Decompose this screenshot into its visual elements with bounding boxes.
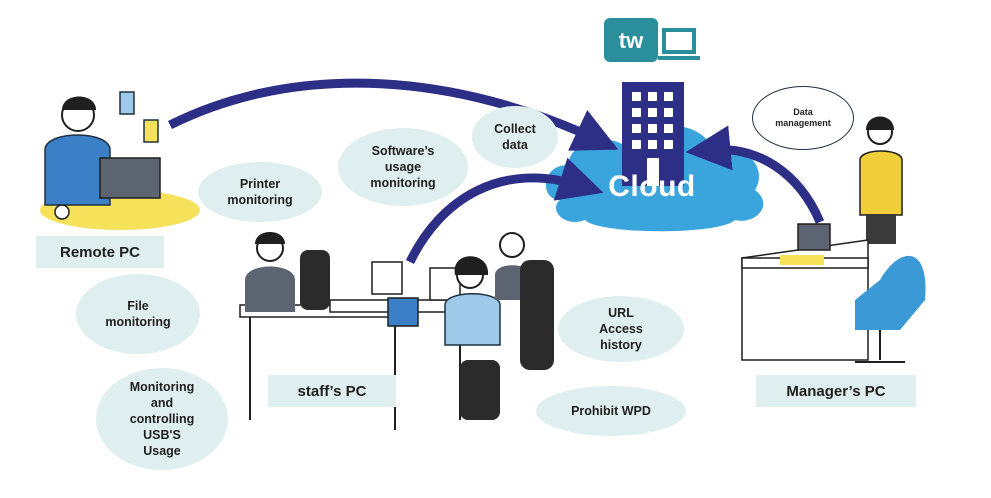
printer-monitoring-bubble: Printer monitoring	[198, 162, 322, 222]
staff-office-figure	[239, 232, 554, 430]
software-usage-monitoring-bubble: Software’s usage monitoring	[338, 128, 468, 206]
staff-pc-label: staff’s PC	[268, 375, 396, 407]
url-access-history-bubble: URL Access history	[558, 296, 684, 362]
logo-text: tw	[619, 28, 644, 53]
file-monitoring-bubble: File monitoring	[76, 274, 200, 354]
remote-pc-figure	[40, 91, 200, 230]
collect-data-bubble: Collect data	[472, 106, 558, 168]
prohibit-wpd-bubble: Prohibit WPD	[536, 386, 686, 436]
data-management-bubble: Data management	[752, 86, 854, 150]
remote-pc-label: Remote PC	[36, 236, 164, 268]
manager-pc-label: Manager’s PC	[756, 375, 916, 407]
usb-monitoring-bubble: Monitoring and controlling USB'S Usage	[96, 368, 228, 470]
building-icon	[622, 82, 684, 186]
logo-mark: tw	[604, 18, 700, 62]
manager-pc-figure	[741, 116, 926, 363]
arrow-manager-to-cloud	[685, 125, 825, 224]
arrow-staff-to-cloud	[405, 157, 604, 264]
cloud-label: Cloud	[608, 170, 696, 203]
